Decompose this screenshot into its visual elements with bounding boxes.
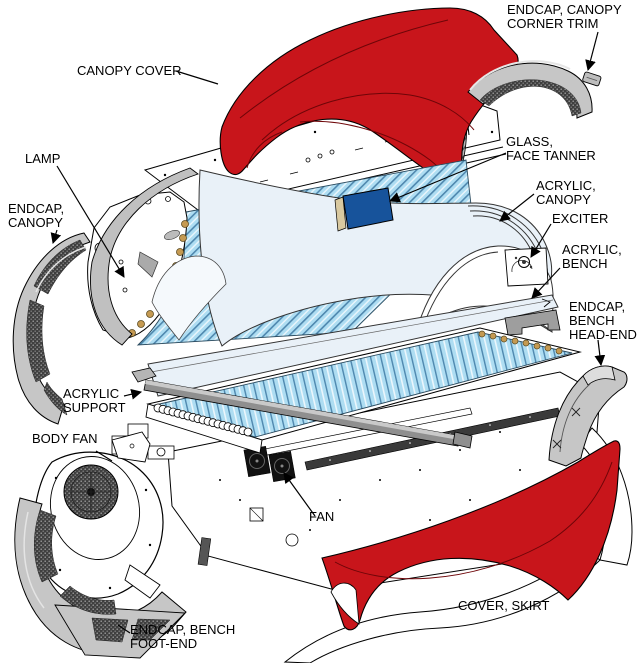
endcap-bench-foot-shape: [14, 497, 187, 659]
label-exciter: EXCITER: [552, 211, 609, 226]
label-endcap-bench-head-end: ENDCAP, BENCH HEAD-END: [569, 299, 637, 342]
leader-lines: [50, 31, 606, 634]
corner-trim-piece: [582, 71, 602, 87]
label-endcap-bench-foot-end: ENDCAP, BENCH FOOT-END: [130, 622, 236, 651]
cover-skirt-shape: [321, 440, 621, 631]
label-endcap-canopy-corner-trim: ENDCAP, CANOPY CORNER TRIM: [507, 2, 622, 31]
label-glass-face-tanner: GLASS, FACE TANNER: [506, 134, 596, 163]
bench-lamp-ends: [153, 403, 253, 437]
label-canopy-cover: CANOPY COVER: [77, 63, 182, 78]
label-lamp: LAMP: [25, 151, 61, 166]
label-acrylic-support: ACRYLIC SUPPORT: [63, 386, 126, 415]
label-body-fan: BODY FAN: [32, 431, 98, 446]
acrylic-bench-shape: [147, 294, 561, 397]
body-fan-shape: [33, 431, 164, 599]
label-cover-skirt: COVER, SKIRT: [458, 598, 550, 613]
bench-head-sockets: [478, 330, 563, 355]
head-bracket: [504, 309, 561, 336]
bench-fans: [243, 445, 296, 483]
endcap-bench-head-shape: [548, 365, 628, 467]
dome-foot-arch: [151, 255, 227, 341]
exciter-shape: [504, 247, 549, 287]
dome-left-rim: [90, 167, 199, 346]
label-endcap-canopy: ENDCAP, CANOPY: [8, 201, 65, 230]
label-fan: FAN: [309, 509, 335, 524]
acrylic-support-shape: [131, 367, 473, 449]
dome-trim-bracket: [137, 251, 159, 278]
canopy-cover-shape: [219, 7, 519, 188]
label-acrylic-bench: ACRYLIC, BENCH: [562, 242, 622, 271]
glass-face-tanner-shape: [334, 187, 394, 232]
label-acrylic-canopy: ACRYLIC, CANOPY: [536, 178, 596, 207]
canopy-corner-trim-shape: [467, 60, 602, 119]
endcap-canopy-shape: [12, 232, 91, 425]
